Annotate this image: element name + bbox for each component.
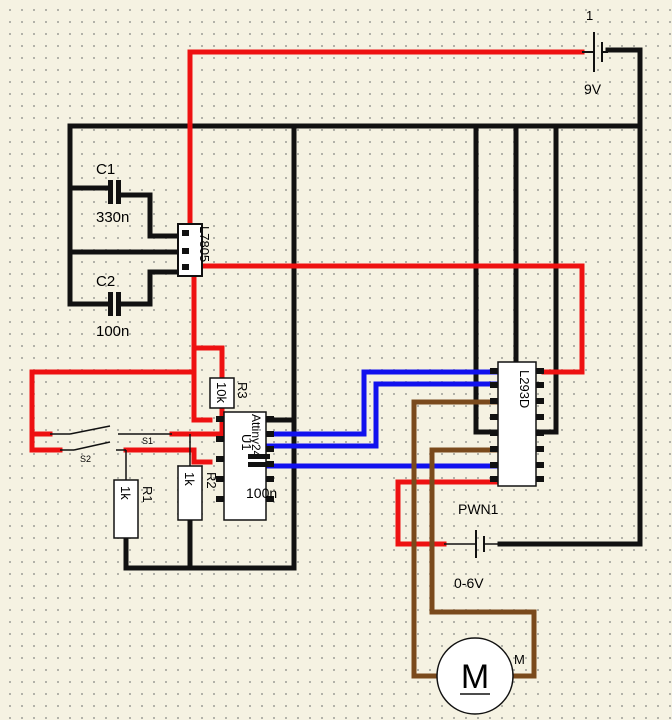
pwm-ref: PWN1: [458, 501, 499, 517]
mcu-part: Attiny24: [249, 414, 263, 458]
s2-ref: S2: [80, 454, 91, 464]
switch-s1: S1: [50, 425, 172, 446]
resistor-r1: 1k R1: [113, 450, 155, 539]
s1-ref: S1: [142, 436, 153, 446]
motor-wires: [411, 399, 537, 679]
battery-value: 9V: [584, 81, 602, 97]
capacitor-c3: 100n: [246, 454, 277, 501]
battery-ref: 1: [586, 8, 593, 23]
resistor-r2: 1k R2: [177, 434, 219, 521]
pwm-value: 0-6V: [454, 575, 484, 591]
c2-value: 100n: [96, 323, 129, 340]
mcu-ref: U1: [239, 434, 254, 451]
motor-symbol: M: [461, 658, 489, 696]
r2-value: 1k: [182, 472, 197, 486]
battery-9v: 1 9V: [582, 8, 608, 97]
motor-driver-l293d: L293D: [490, 361, 544, 487]
signal-wires: [263, 369, 501, 469]
r1-ref: R1: [140, 486, 155, 503]
pwm-source: PWN1 0-6V: [444, 501, 500, 591]
motor-ref: M: [514, 652, 525, 667]
r1-value: 1k: [118, 486, 133, 500]
resistor-r3: 10k R3: [209, 377, 250, 409]
capacitor-c1: C1 330n: [96, 161, 129, 226]
driver-ref: L293D: [517, 370, 532, 408]
c1-value: 330n: [96, 209, 129, 226]
power-wires: [29, 49, 585, 547]
r2-ref: R2: [204, 472, 219, 489]
r3-ref: R3: [235, 382, 250, 399]
motor: M M: [436, 637, 525, 715]
c1-ref: C1: [96, 161, 115, 178]
c2-ref: C2: [96, 273, 115, 290]
r3-value: 10k: [214, 382, 229, 403]
regulator-ref: L7805: [197, 226, 212, 262]
c3-value: 100n: [246, 485, 277, 501]
switch-s2: S2: [60, 441, 126, 464]
regulator-l7805: L7805: [177, 223, 212, 277]
capacitor-c2: C2 100n: [96, 273, 129, 340]
